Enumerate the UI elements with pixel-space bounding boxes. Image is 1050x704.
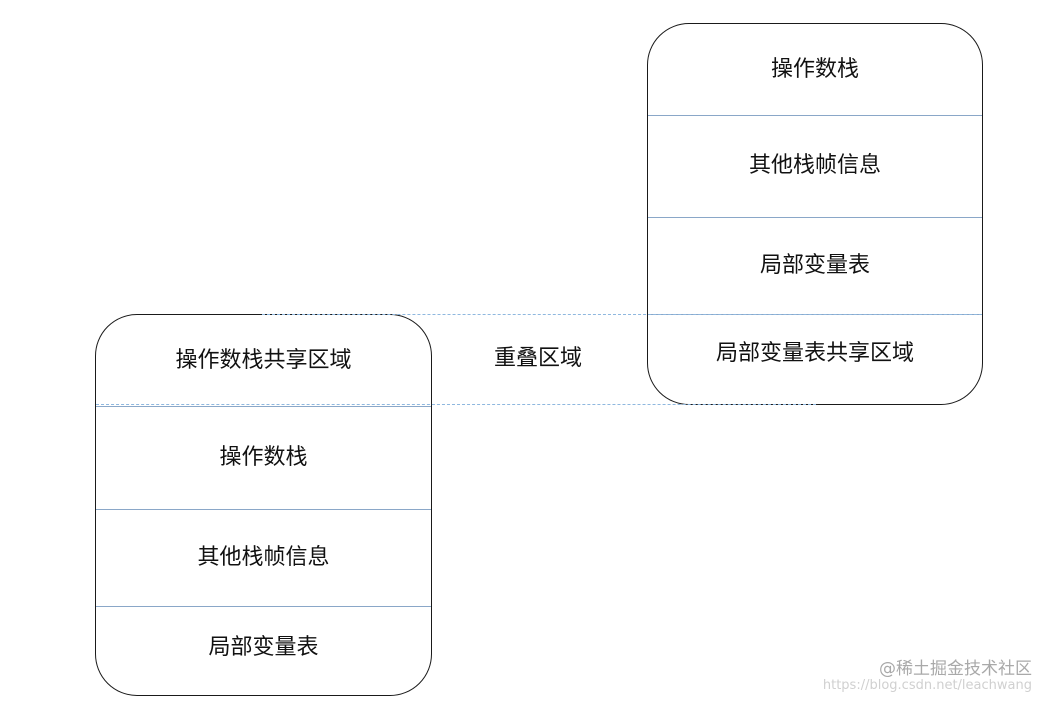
overlap-bottom-dashed-line xyxy=(96,404,816,405)
lower-divider-1 xyxy=(96,406,431,407)
overlap-region-label: 重叠区域 xyxy=(493,346,582,371)
lower-other-frame-info-cell: 其他栈帧信息 xyxy=(197,544,330,570)
lower-operand-stack-cell: 操作数栈 xyxy=(219,444,308,470)
lower-divider-3 xyxy=(96,606,431,607)
lower-stack-frame: 操作数栈共享区域 操作数栈 其他栈帧信息 局部变量表 xyxy=(95,314,432,696)
upper-other-frame-info-cell: 其他栈帧信息 xyxy=(748,153,881,178)
lower-local-variable-table-cell: 局部变量表 xyxy=(208,635,319,660)
lower-operand-stack-shared-cell: 操作数栈共享区域 xyxy=(175,347,352,373)
watermark-site: @稀土掘金技术社区 xyxy=(879,659,1032,679)
upper-operand-stack-cell: 操作数栈 xyxy=(770,56,859,82)
upper-divider-2 xyxy=(648,217,982,218)
upper-stack-frame: 操作数栈 其他栈帧信息 局部变量表 局部变量表共享区域 xyxy=(647,23,983,405)
upper-local-variable-table-cell: 局部变量表 xyxy=(759,252,870,278)
watermark: @稀土掘金技术社区 https://blog.csdn.net/leachwan… xyxy=(823,660,1032,693)
upper-local-variable-shared-cell: 局部变量表共享区域 xyxy=(715,341,914,366)
overlap-top-dashed-line xyxy=(262,314,982,315)
upper-divider-1 xyxy=(648,115,982,116)
watermark-url: https://blog.csdn.net/leachwang xyxy=(822,677,1032,693)
lower-divider-2 xyxy=(96,509,431,510)
